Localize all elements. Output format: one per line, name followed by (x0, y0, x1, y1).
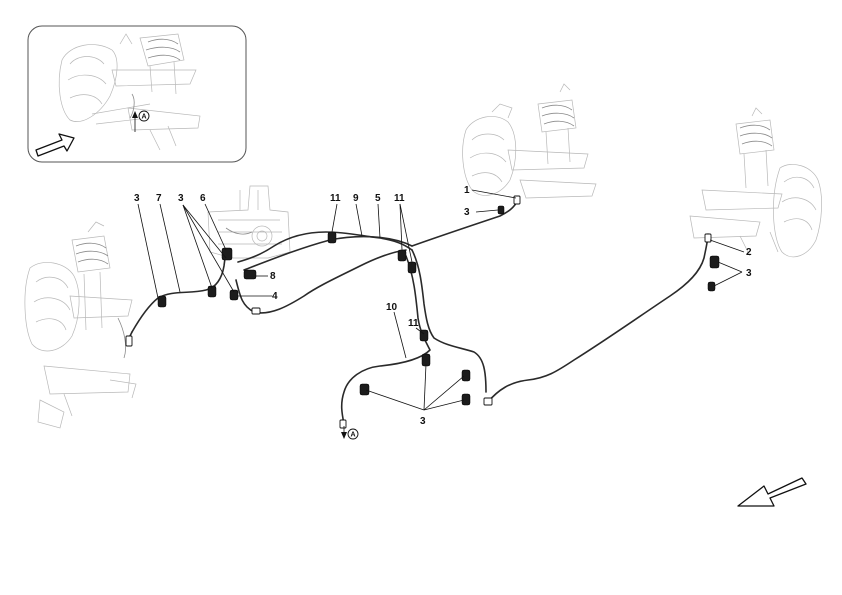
callout-3: 3 (746, 268, 752, 279)
callout-11: 11 (330, 193, 341, 204)
clip-3-right-b (707, 281, 716, 292)
callout-8: 8 (270, 271, 276, 282)
callout-4: 4 (272, 291, 278, 302)
inset-suspension-sketch (58, 33, 201, 151)
fitting-left-caliper (125, 335, 133, 347)
direction-arrow-icon (737, 477, 807, 507)
center-rear-suspension-sketch (462, 83, 597, 199)
pipe-clips (125, 195, 720, 429)
clip-11-right-b (407, 261, 417, 274)
fitting-1 (513, 195, 521, 205)
fitting-10-end (339, 419, 347, 429)
view-marker-label: A (141, 114, 146, 121)
callout-9: 9 (353, 193, 359, 204)
clip-3-right-a (709, 255, 720, 269)
pipe-7 (131, 249, 227, 333)
brake-pipes (127, 199, 709, 425)
callout-3: 3 (178, 193, 184, 204)
inset-detail-view: A (27, 25, 247, 163)
clip-3-center-b (229, 289, 239, 301)
clip-3-left (157, 295, 167, 308)
clip-3-bottom-d (461, 393, 471, 406)
fitting-2 (704, 233, 712, 243)
callout-10: 10 (386, 302, 398, 313)
clip-6 (221, 247, 233, 261)
callout-1: 1 (464, 185, 470, 196)
clip-3-center-a (207, 285, 217, 298)
pipe-1 (411, 199, 519, 247)
pipe-10 (411, 249, 487, 393)
clip-11-left (327, 231, 337, 244)
abs-unit-sketch (207, 185, 291, 259)
callout-7: 7 (156, 193, 162, 204)
clip-11-right-a (397, 249, 407, 262)
fitting-4 (251, 307, 261, 315)
callout-leaders (137, 189, 745, 411)
callout-6: 6 (200, 193, 206, 204)
clip-3-top (497, 205, 505, 215)
callout-labels: 3 7 3 6 8 4 11 9 5 11 1 3 2 3 10 11 3 (134, 185, 752, 427)
clip-3-bottom-b (359, 383, 370, 396)
callout-3: 3 (134, 193, 140, 204)
clip-8 (243, 269, 257, 280)
pipe-2 (487, 233, 709, 403)
left-front-suspension-sketch (24, 221, 137, 429)
pipe-4 (235, 249, 407, 314)
callout-3: 3 (464, 207, 470, 218)
view-marker-label: A (350, 432, 355, 439)
right-rear-suspension-sketch (689, 107, 822, 258)
pipe-9 (237, 231, 413, 263)
direction-arrow-inset-icon (35, 133, 75, 157)
callout-11: 11 (408, 318, 419, 329)
callout-3: 3 (420, 416, 426, 427)
pipe-10-b (340, 255, 431, 425)
callout-2: 2 (746, 247, 752, 258)
inset-view-pointer: A (132, 110, 150, 132)
callout-11: 11 (394, 193, 405, 204)
callout-5: 5 (375, 193, 381, 204)
fitting-center-union (483, 397, 493, 406)
view-a-pointer: A (341, 426, 359, 440)
clip-3-bottom-c (461, 369, 471, 382)
